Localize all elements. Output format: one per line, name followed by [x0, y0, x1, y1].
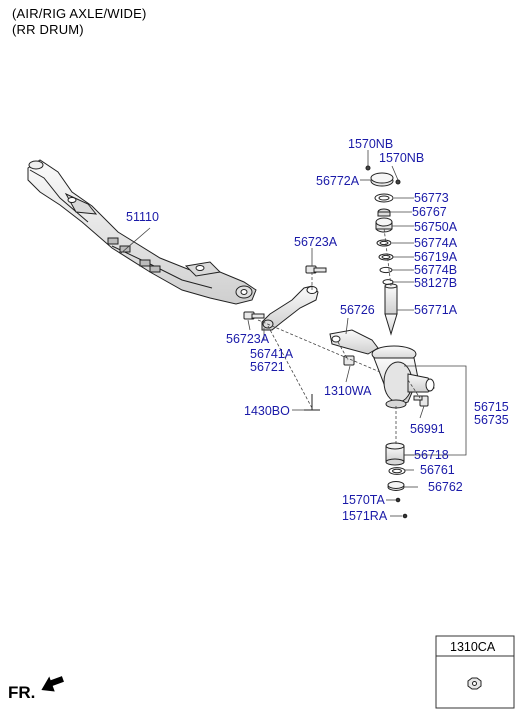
knuckle-arm-illustration	[329, 329, 379, 355]
label-56773: 56773	[414, 191, 449, 205]
nut-1310wa-illustration	[343, 355, 355, 366]
label-56761: 56761	[420, 463, 455, 477]
steering-arm-illustration	[261, 285, 319, 331]
inset-box-1310ca: 1310CA	[435, 635, 515, 709]
label-1570nb-a: 1570NB	[348, 137, 393, 151]
lower-stack-illustration	[385, 442, 408, 519]
label-56774b: 56774B	[414, 263, 457, 277]
bolt-56991-illustration	[413, 395, 429, 407]
label-56771a: 56771A	[414, 303, 458, 317]
steering-knuckle-illustration	[371, 345, 435, 409]
leader-lines	[119, 150, 467, 517]
label-1430bo: 1430BO	[244, 404, 290, 418]
label-56767: 56767	[412, 205, 447, 219]
label-56715: 56715	[474, 400, 509, 414]
label-56723a-top: 56723A	[294, 235, 338, 249]
label-1571ra: 1571RA	[342, 509, 388, 523]
label-56726: 56726	[340, 303, 375, 317]
label-56772a: 56772A	[316, 174, 360, 188]
label-56719a: 56719A	[414, 250, 458, 264]
top-stack-illustration	[365, 165, 401, 285]
bolt-56723a-top-illustration	[305, 265, 327, 274]
label-51110: 51110	[126, 210, 159, 224]
header-line-2: (RR DRUM)	[12, 22, 84, 37]
king-pin-illustration	[384, 283, 398, 336]
bolt-56723a-bottom-illustration	[243, 311, 265, 320]
part-labels: 1570NB 1570NB 56772A 56773 56767 56750A …	[126, 137, 509, 523]
inset-box-title: 1310CA	[450, 640, 496, 654]
label-56762: 56762	[428, 480, 463, 494]
label-56735: 56735	[474, 413, 509, 427]
axle-beam-illustration	[27, 159, 257, 305]
label-56721: 56721	[250, 360, 285, 374]
label-56718: 56718	[414, 448, 449, 462]
assembly-dashed-lines	[257, 227, 421, 446]
label-58127b: 58127B	[414, 276, 457, 290]
label-56741a: 56741A	[250, 347, 294, 361]
nut-1310ca-illustration	[467, 677, 482, 690]
label-56723a-bottom: 56723A	[226, 332, 270, 346]
label-1310wa: 1310WA	[324, 384, 372, 398]
label-56774a: 56774A	[414, 236, 458, 250]
front-direction-label: FR.	[8, 683, 36, 702]
label-1570nb-b: 1570NB	[379, 151, 424, 165]
label-56750a: 56750A	[414, 220, 458, 234]
label-1570ta: 1570TA	[342, 493, 386, 507]
label-56991: 56991	[410, 422, 445, 436]
front-direction-arrow-icon	[41, 676, 64, 692]
header-line-1: (AIR/RIG AXLE/WIDE)	[12, 6, 147, 21]
